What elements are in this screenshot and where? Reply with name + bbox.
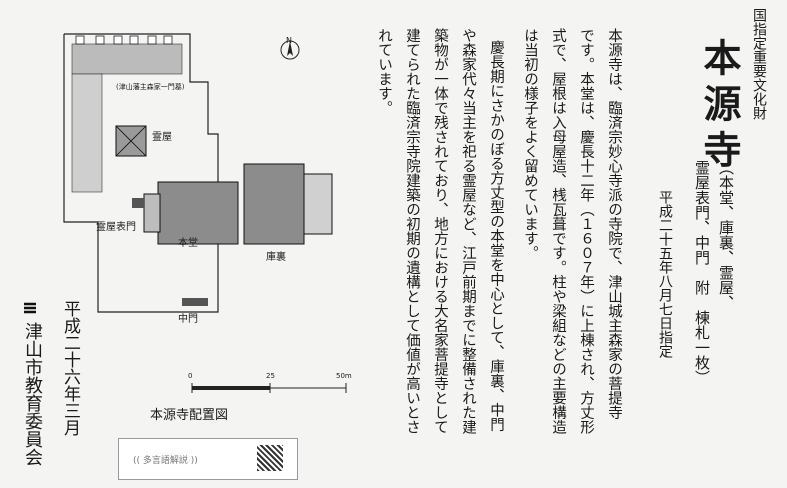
body-line: です。本堂は、慶長十二年（１６０７年）に上棟され、方丈形 (578, 28, 594, 434)
qr-code-icon (257, 445, 283, 471)
label-reiya: 霊屋 (152, 132, 172, 143)
site-plan (63, 33, 333, 313)
scale-bar (191, 383, 347, 393)
body-line: は当初の様子をよく留めています。 (522, 28, 538, 260)
category-label: 国指定重要文化財 (751, 8, 767, 120)
label-kuri: 庫裏 (266, 252, 286, 263)
scale-tick-25: 25 (266, 372, 275, 380)
subtitle-line-2: 霊屋表門、中門 附 棟札一枚） (693, 160, 711, 385)
qr-hint: (( 多言語解説 )) (133, 456, 198, 466)
subtitle-line-1: （本堂、庫裏、霊屋、 (717, 160, 735, 310)
map-caption: 本源寺配置図 (150, 408, 229, 423)
label-reiya-gate: 霊屋表門 (96, 222, 136, 233)
temple-title: 本源寺 (697, 38, 741, 176)
body-line: 本源寺は、臨済宗妙心寺派の寺院で、津山城主森家の菩提寺 (606, 28, 622, 420)
scale-tick-50: 50m (336, 372, 352, 380)
reiya-gate (132, 198, 144, 208)
city-emblem-icon (22, 300, 38, 316)
north-label: N (286, 36, 292, 45)
body-line: 築物が一体で残されており、地方における大名家菩提寺として (432, 28, 448, 434)
qr-card[interactable]: (( 多言語解説 )) (118, 438, 298, 480)
label-graves: (津山藩主森家一門墓) (116, 83, 185, 91)
body-line: 式で、屋根は入母屋造、桟瓦葺です。柱や梁組などの主要構造 (550, 28, 566, 434)
scale-tick-0: 0 (188, 372, 193, 380)
issuer: 津山市教育委員会 (22, 322, 43, 466)
body-line: れています。 (376, 28, 392, 115)
kuri-building (243, 163, 305, 245)
designation-date: 平成二十五年八月七日指定 (657, 190, 673, 358)
label-chumon: 中門 (178, 314, 198, 325)
graves-area (71, 43, 183, 75)
chumon-gate (182, 298, 208, 306)
hondo-building (157, 181, 239, 245)
label-hondo: 本堂 (178, 238, 198, 249)
body-line: や森家代々当主を祀る霊屋など、江戸前期までに整備された建 (460, 28, 476, 434)
body-line: 慶長期にさかのぼる方丈型の本堂を中心として、庫裏、中門 (488, 40, 504, 432)
issued-date: 平成二十六年三月 (60, 300, 80, 436)
body-line: 建てられた臨済宗寺院建築の初期の遺構として価値が高いとさ (404, 28, 420, 434)
north-arrow-icon (280, 40, 300, 60)
